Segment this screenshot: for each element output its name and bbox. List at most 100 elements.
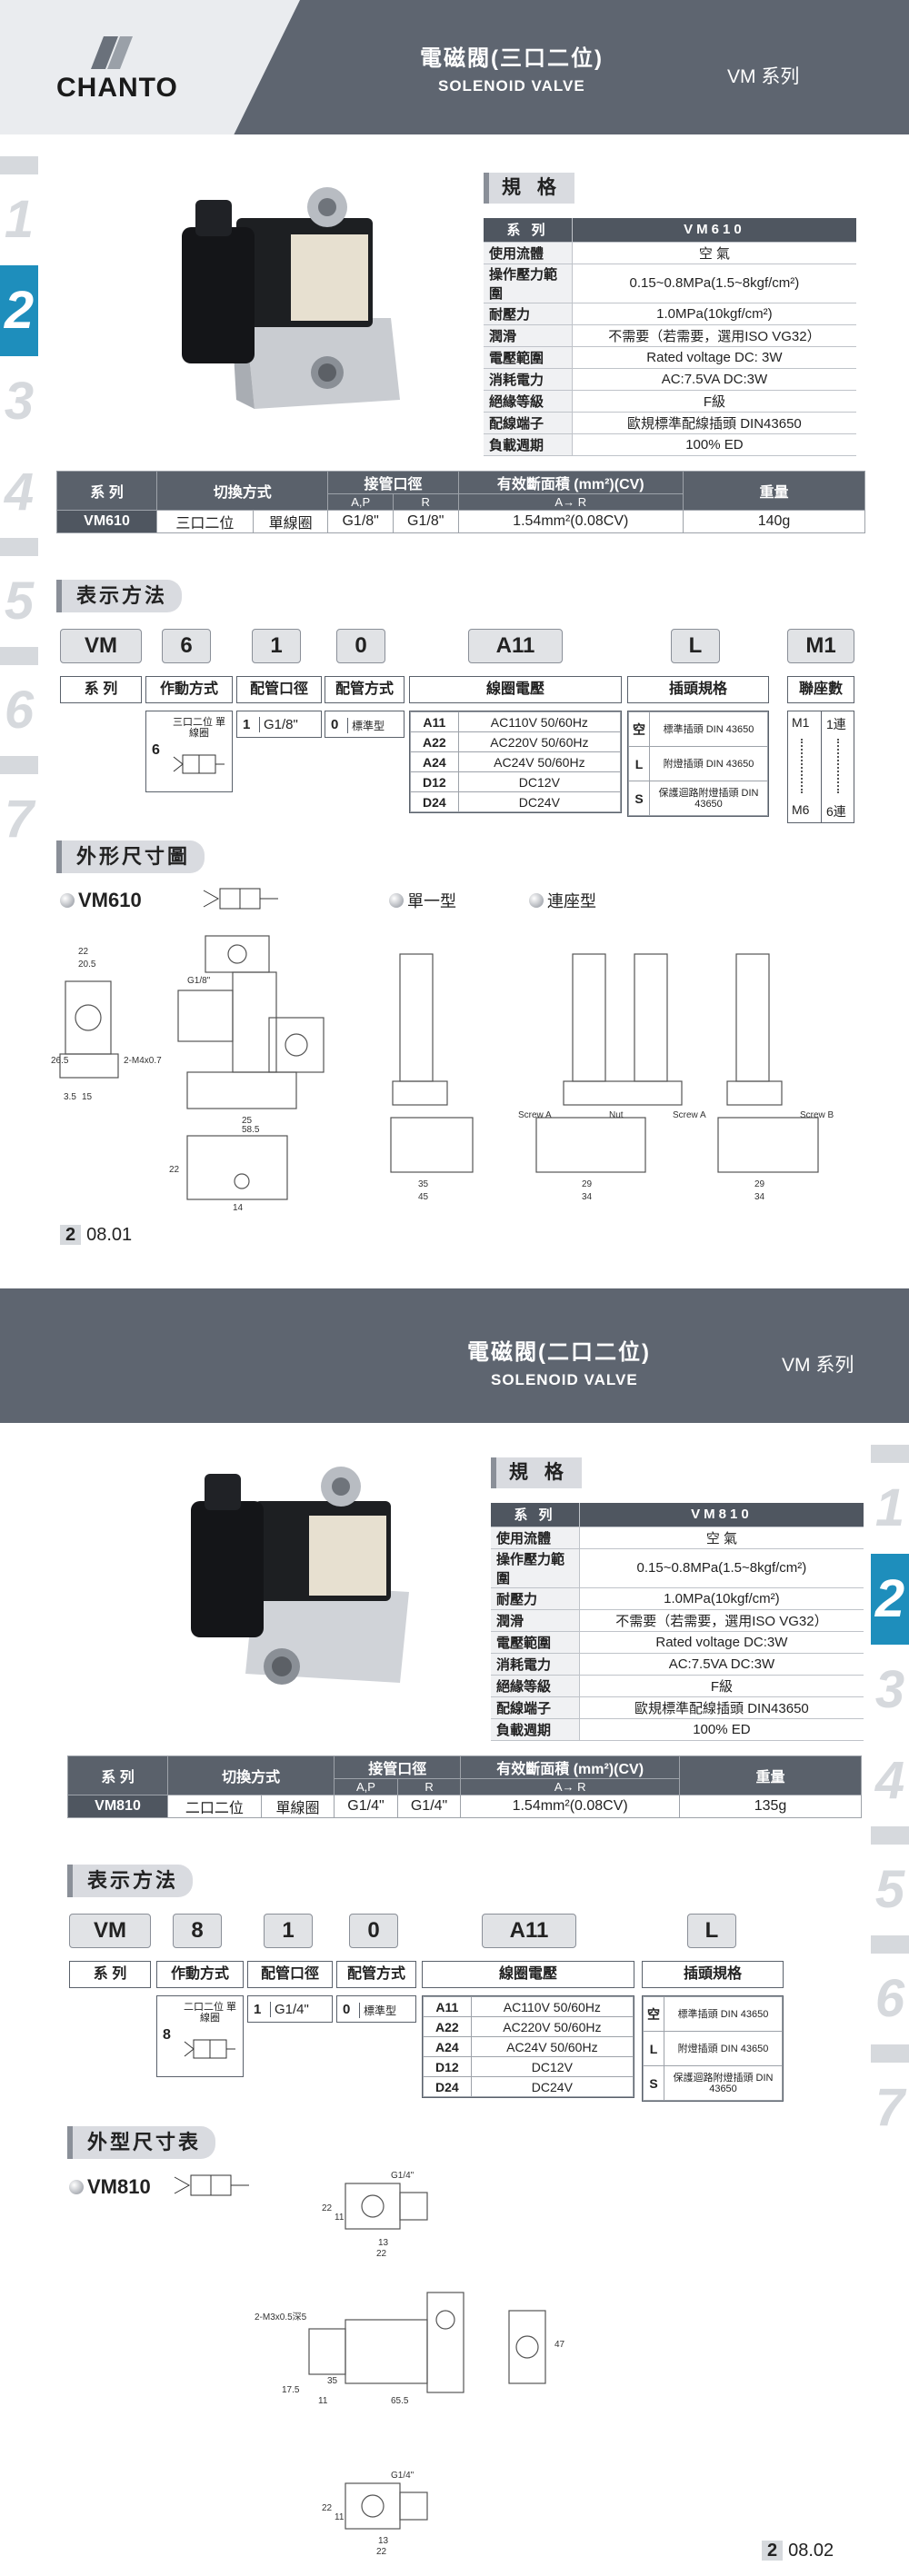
code-stations: M1: [787, 629, 854, 663]
bullet-icon: [69, 2180, 84, 2194]
port-option: 1 G1/8": [236, 711, 322, 738]
code-port: 1: [264, 1914, 313, 1948]
svg-text:45: 45: [418, 1192, 429, 1202]
chapter-tab-5[interactable]: 5: [871, 1845, 909, 1935]
page-subtitle: SOLENOID VALVE: [438, 77, 585, 94]
svg-text:35: 35: [327, 2376, 338, 2386]
label-voltage: 線圈電壓: [409, 676, 622, 703]
valve-symbol-icon: [174, 2174, 249, 2196]
code-series: VM: [69, 1914, 151, 1948]
svg-text:G1/8": G1/8": [187, 976, 211, 986]
code-pipe: 0: [336, 629, 385, 663]
chapter-tab-5[interactable]: 5: [0, 556, 38, 647]
dimension-section-title: 外型尺寸表: [67, 2126, 216, 2159]
chapter-tab-4[interactable]: 4: [871, 1736, 909, 1826]
order-section-title: 表示方法: [67, 1865, 194, 1897]
page-header: 電磁閥(二口二位) SOLENOID VALVE VM 系列: [0, 1288, 909, 1423]
action-option: 8 二口二位 單線圈: [156, 1995, 244, 2077]
svg-text:29: 29: [754, 1179, 765, 1189]
manifold-type-label: 連座型: [529, 889, 596, 912]
label-action: 作動方式: [156, 1961, 244, 1988]
catalog-page-2: 電磁閥(二口二位) SOLENOID VALVE VM 系列 1 2 3 4 5…: [0, 1288, 909, 2576]
chanto-logo-icon: [91, 36, 133, 69]
svg-text:22: 22: [322, 2203, 333, 2213]
solenoid-valve-photo: [182, 187, 400, 409]
brand-logo: CHANTO: [56, 73, 178, 103]
valve-symbol-icon: [184, 2039, 235, 2059]
svg-text:65.5: 65.5: [391, 2396, 409, 2406]
bullet-icon: [389, 893, 404, 908]
chapter-tab-6[interactable]: 6: [871, 1954, 909, 2044]
chapter-tab-6[interactable]: 6: [0, 665, 38, 756]
manifold-dimension-drawing: Screw A Nut Screw A Screw B 35 45 29 34 …: [390, 953, 834, 1202]
code-action: 8: [173, 1914, 222, 1948]
label-plug: 插頭規格: [627, 676, 769, 703]
svg-text:2-M3x0.5深5: 2-M3x0.5深5: [255, 2312, 307, 2322]
code-action: 6: [162, 629, 211, 663]
vm810-dimension-drawing: G1/4" 22 11 13 22 2-M3x0.5深5 17.5 35 11 …: [255, 2171, 565, 2556]
label-pipe: 配管方式: [325, 676, 405, 703]
model-table: 系 列 切換方式 接管口徑 有效斷面積 (mm²)(CV) 重量 A,P R A…: [56, 471, 865, 533]
svg-text:58.5: 58.5: [242, 1125, 260, 1135]
code-pipe: 0: [349, 1914, 398, 1948]
label-plug: 插頭規格: [642, 1961, 784, 1988]
svg-text:22: 22: [376, 2249, 387, 2259]
chapter-tab-7[interactable]: 7: [0, 774, 38, 865]
action-option: 6 三口二位 單線圈: [145, 711, 233, 792]
chapter-tab-3[interactable]: 3: [871, 1645, 909, 1736]
label-pipe: 配管方式: [336, 1961, 416, 1988]
series-label: VM 系列: [782, 1355, 854, 1376]
svg-text:Screw A: Screw A: [518, 1110, 552, 1120]
code-plug: L: [671, 629, 720, 663]
svg-text:11: 11: [335, 2512, 345, 2522]
svg-text:29: 29: [582, 1179, 593, 1189]
svg-text:2-M4x0.7: 2-M4x0.7: [124, 1056, 162, 1066]
chapter-tab-1[interactable]: 1: [0, 174, 38, 265]
solenoid-valve-photo: [191, 1467, 409, 1685]
label-action: 作動方式: [145, 676, 233, 703]
label-voltage: 線圈電壓: [422, 1961, 634, 1988]
svg-text:G1/4": G1/4": [391, 2171, 415, 2181]
svg-text:35: 35: [418, 1179, 429, 1189]
label-series: 系 列: [60, 676, 142, 703]
label-series: 系 列: [69, 1961, 151, 1988]
chapter-tab-2[interactable]: 2: [871, 1554, 909, 1645]
svg-text:Screw B: Screw B: [800, 1110, 834, 1120]
svg-text:25: 25: [242, 1116, 253, 1126]
code-plug: L: [687, 1914, 736, 1948]
svg-text:26.5: 26.5: [51, 1056, 69, 1066]
bullet-icon: [60, 893, 75, 908]
label-stations: 聯座數: [787, 676, 854, 703]
spec-title: 規 格: [491, 1457, 582, 1488]
chapter-tab-7[interactable]: 7: [871, 2063, 909, 2153]
chapter-tab-2[interactable]: 2: [0, 265, 38, 356]
dimension-section-title: 外形尺寸圖: [56, 840, 205, 873]
series-label: VM 系列: [727, 66, 800, 87]
page-subtitle: SOLENOID VALVE: [491, 1371, 638, 1388]
code-port: 1: [252, 629, 301, 663]
svg-text:22: 22: [322, 2503, 333, 2513]
single-type-label: 單一型: [389, 889, 456, 912]
valve-symbol-icon: [203, 888, 278, 910]
svg-text:11: 11: [335, 2213, 345, 2223]
svg-text:3.5: 3.5: [64, 1092, 76, 1102]
label-port: 配管口徑: [247, 1961, 333, 1988]
svg-text:47: 47: [554, 2340, 565, 2350]
chapter-tab-3[interactable]: 3: [0, 356, 38, 447]
chapter-tab-1[interactable]: 1: [871, 1463, 909, 1554]
pipe-option: 0 標準型: [325, 711, 405, 738]
svg-text:14: 14: [233, 1203, 244, 1213]
bullet-icon: [529, 893, 544, 908]
catalog-page-1: CHANTO 電磁閥(三口二位) SOLENOID VALVE VM 系列 1 …: [0, 0, 909, 1246]
svg-text:22: 22: [169, 1165, 180, 1175]
chapter-tab-4[interactable]: 4: [0, 447, 38, 538]
svg-text:34: 34: [754, 1192, 765, 1202]
svg-text:20.5: 20.5: [78, 960, 96, 970]
page-title: 電磁閥(二口二位): [467, 1340, 651, 1365]
svg-text:Screw A: Screw A: [673, 1110, 706, 1120]
